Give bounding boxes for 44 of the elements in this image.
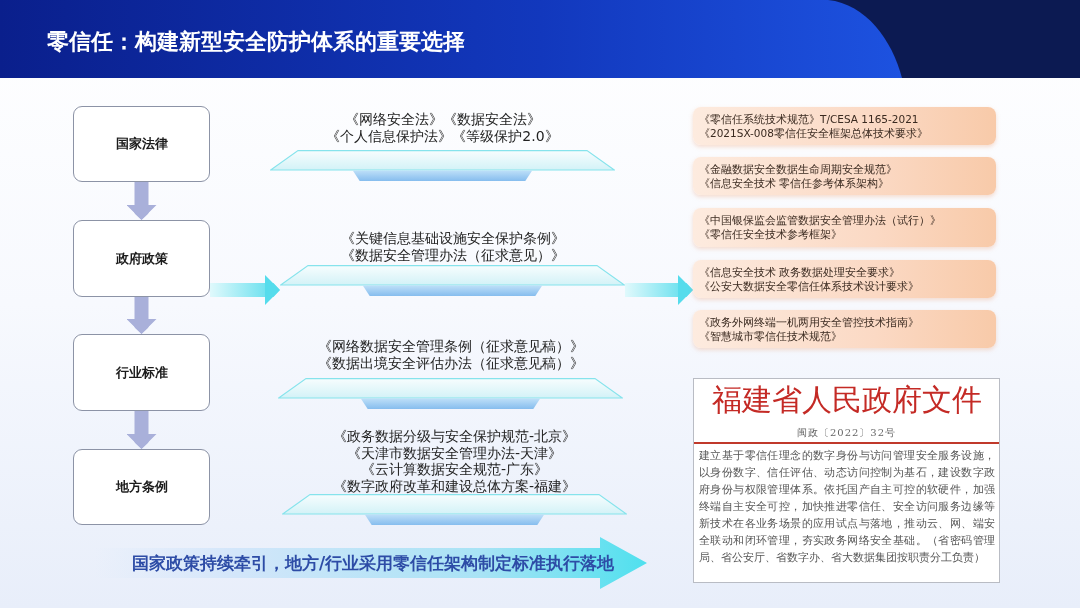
standard-title: 《信息安全技术 零信任参考体系架构》 bbox=[699, 176, 890, 190]
arrow bbox=[210, 275, 280, 305]
regulation-title: 《数字政府改革和建设总体方案-福建》 bbox=[332, 477, 577, 494]
banner-text: 国家政策持续牵引，地方/行业采用零信任架构制定标准执行落地 bbox=[132, 552, 615, 575]
standard-card bbox=[693, 107, 996, 145]
standard-card bbox=[693, 310, 996, 348]
regulation-title: 《网络安全法》《数据安全法》 bbox=[344, 111, 541, 128]
category-box bbox=[73, 220, 210, 297]
standard-card bbox=[693, 208, 996, 247]
regulation-title: 《个人信息保护法》《等级保护2.0》 bbox=[326, 128, 559, 145]
category-box bbox=[73, 334, 210, 411]
regulation-title: 《数据安全管理办法（征求意见）》 bbox=[340, 247, 565, 264]
arrow bbox=[126, 411, 157, 449]
standard-title: 《智慧城市零信任技术规范》 bbox=[699, 329, 842, 343]
category-label: 地方条例 bbox=[115, 478, 168, 496]
standard-card bbox=[693, 157, 996, 195]
regulation-title: 《政务数据分级与安全保护规范-北京》 bbox=[332, 428, 577, 445]
standard-title: 《中国银保监会监管数据安全管理办法（试行）》 bbox=[699, 214, 941, 228]
standard-title: 《2021SX-008零信任安全框架总体技术要求》 bbox=[699, 126, 928, 140]
document-number: 闽政〔2022〕32号 bbox=[796, 426, 897, 440]
standard-title: 《金融数据安全数据生命周期安全规范》 bbox=[699, 163, 897, 177]
arrow bbox=[126, 182, 157, 220]
regulation-title: 《数据出境安全评估办法（征求意见稿）》 bbox=[317, 355, 584, 372]
arrow bbox=[625, 275, 693, 305]
standard-title: 《零信任安全技术参考框架》 bbox=[699, 227, 842, 241]
category-label: 行业标准 bbox=[115, 363, 168, 382]
category-box bbox=[73, 106, 210, 182]
regulation-title: 《网络数据安全管理条例（征求意见稿）》 bbox=[317, 338, 584, 355]
document-heading: 福建省人民政府文件 bbox=[711, 382, 982, 418]
document-page bbox=[693, 378, 1000, 583]
regulation-title: 《天津市数据安全管理办法-天津》 bbox=[346, 444, 563, 461]
regulation-title: 《云计算数据安全规范-广东》 bbox=[360, 461, 549, 478]
standard-title: 《信息安全技术 政务数据处理安全要求》 bbox=[699, 266, 901, 280]
standard-title: 《零信任系统技术规范》T/CESA 1165-2021 bbox=[699, 113, 919, 127]
standard-title: 《公安大数据安全零信任体系技术设计要求》 bbox=[699, 279, 919, 293]
arrow bbox=[126, 297, 157, 334]
standard-card bbox=[693, 260, 996, 298]
category-box bbox=[73, 449, 210, 525]
category-label: 国家法律 bbox=[115, 135, 168, 153]
document-body: 建立基于零信任理念的数字身份与访问管理安全服务设施，以身份数字、信任评估、动态访问控制为基石，建设数字政府身份与权限管理体系。依托国产自主可控的软硬件，加强终端自主安全可控，加快推进零信任、安全访问服务边缘等新技术在各业务场景的应用试点与落地，推动云、网、端安全联动和闭环管理，夯实政务网络安全基础。（省密码管理局、省公安厅、省数字办、省大数据集团按职责分工负责） bbox=[699, 448, 995, 565]
category-label: 政府政策 bbox=[115, 249, 168, 268]
standard-title: 《政务外网终端一机两用安全管控技术指南》 bbox=[699, 316, 919, 330]
regulation-title: 《关键信息基础设施安全保护条例》 bbox=[340, 230, 565, 247]
page-title: 零信任：构建新型安全防护体系的重要选择 bbox=[47, 28, 465, 56]
